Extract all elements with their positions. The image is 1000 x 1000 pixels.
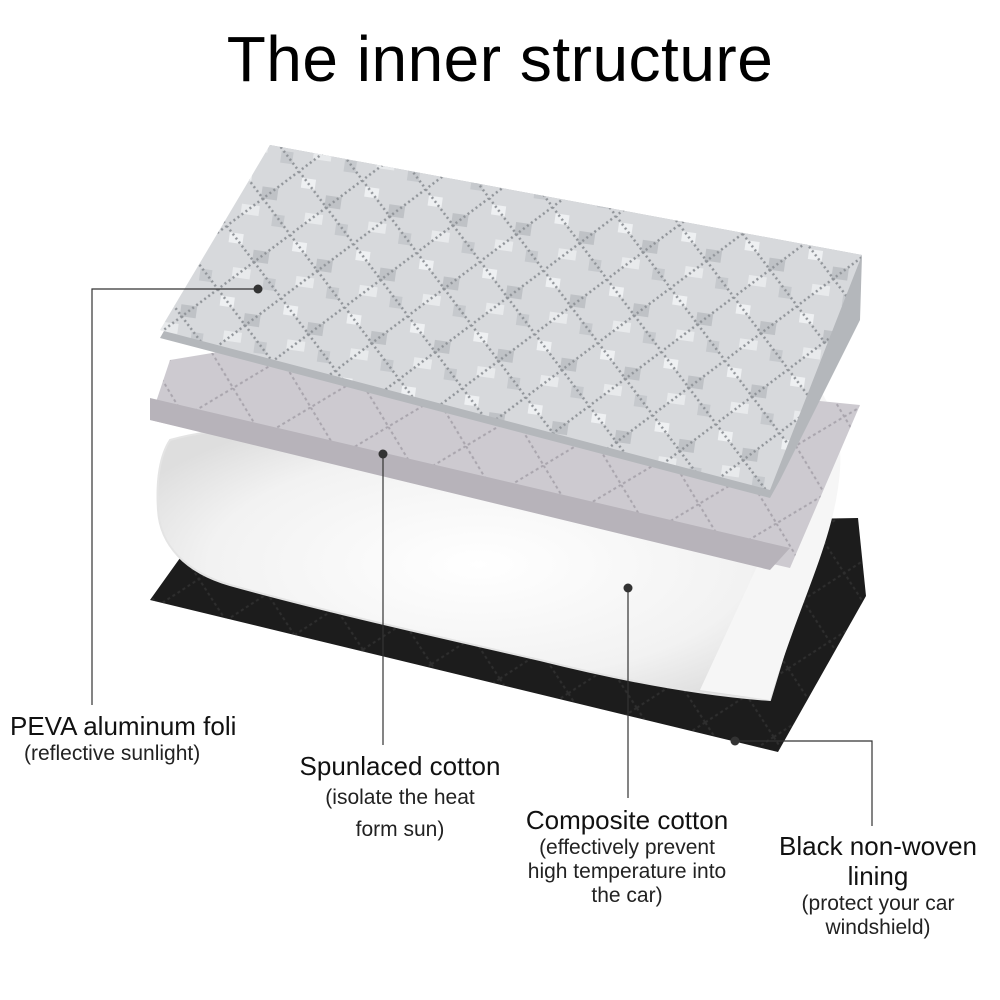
spun-note-line-2: form sun) [355,818,445,842]
label-composite: Composite cotton (effectively prevent hi… [492,805,762,908]
label-peva: PEVA aluminum foli (reflective sunlight) [10,711,237,766]
peva-note: (reflective sunlight) [24,741,201,765]
black-name-line-1: Black non-woven [779,831,977,861]
black-note-line-1: (protect your car [801,891,955,915]
black-note-line-2: windshield) [825,915,931,939]
comp-note-line-3: the car) [591,884,663,908]
dot-peva [253,284,263,294]
spun-note-line-1: (isolate the heat [325,785,475,809]
dot-comp [623,583,633,593]
spunlace-edge [150,398,790,570]
dot-black [730,736,740,746]
label-spunlaced: Spunlaced cotton (isolate the heat form … [270,751,530,847]
comp-note-line-1: (effectively prevent [539,835,715,859]
leader-lines [91,288,873,826]
foil-top-face [160,145,862,490]
label-black-lining: Black non-woven lining (protect your car… [752,831,1000,940]
leader-black [735,740,873,826]
leader-peva [91,288,258,705]
diagram-title: The inner structure [226,23,774,95]
black-name-line-2: lining [847,860,909,891]
layer-peva-foil [160,145,862,498]
dot-spun [378,449,388,459]
comp-name: Composite cotton [525,805,729,835]
spun-name: Spunlaced cotton [299,751,501,781]
comp-note-line-2: high temperature into [527,860,727,884]
peva-name: PEVA aluminum foli [10,711,237,741]
leader-dots [253,284,740,746]
